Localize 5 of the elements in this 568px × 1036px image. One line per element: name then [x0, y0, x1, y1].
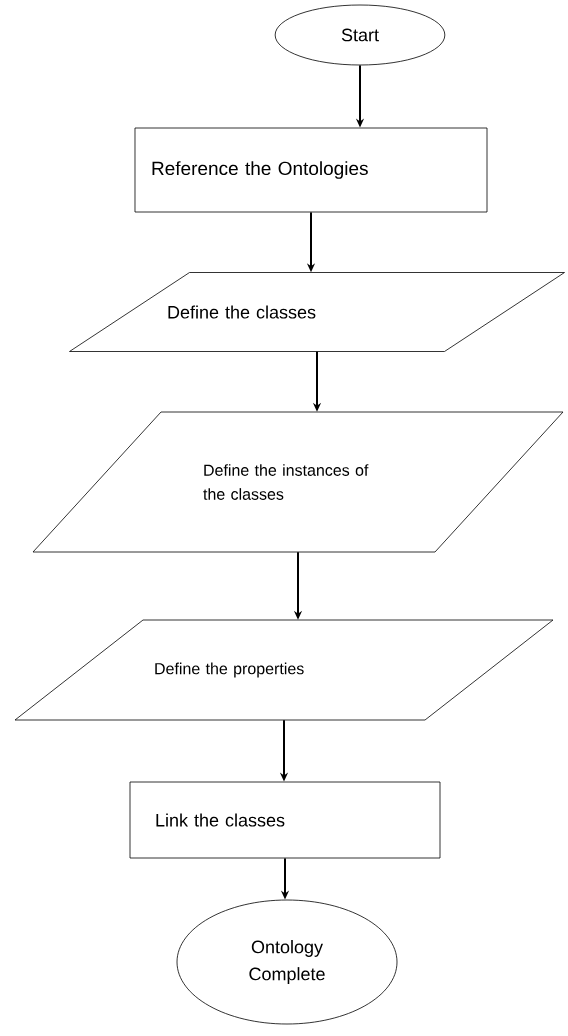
process-box: Link the classes — [129, 781, 441, 859]
parallelogram-box: Define the instances of the classes — [32, 411, 564, 553]
parallelogram-box: Define the classes — [69, 272, 565, 352]
process-box: Reference the Ontologies — [134, 127, 488, 213]
parallelogram-box: Define the properties — [14, 619, 554, 721]
